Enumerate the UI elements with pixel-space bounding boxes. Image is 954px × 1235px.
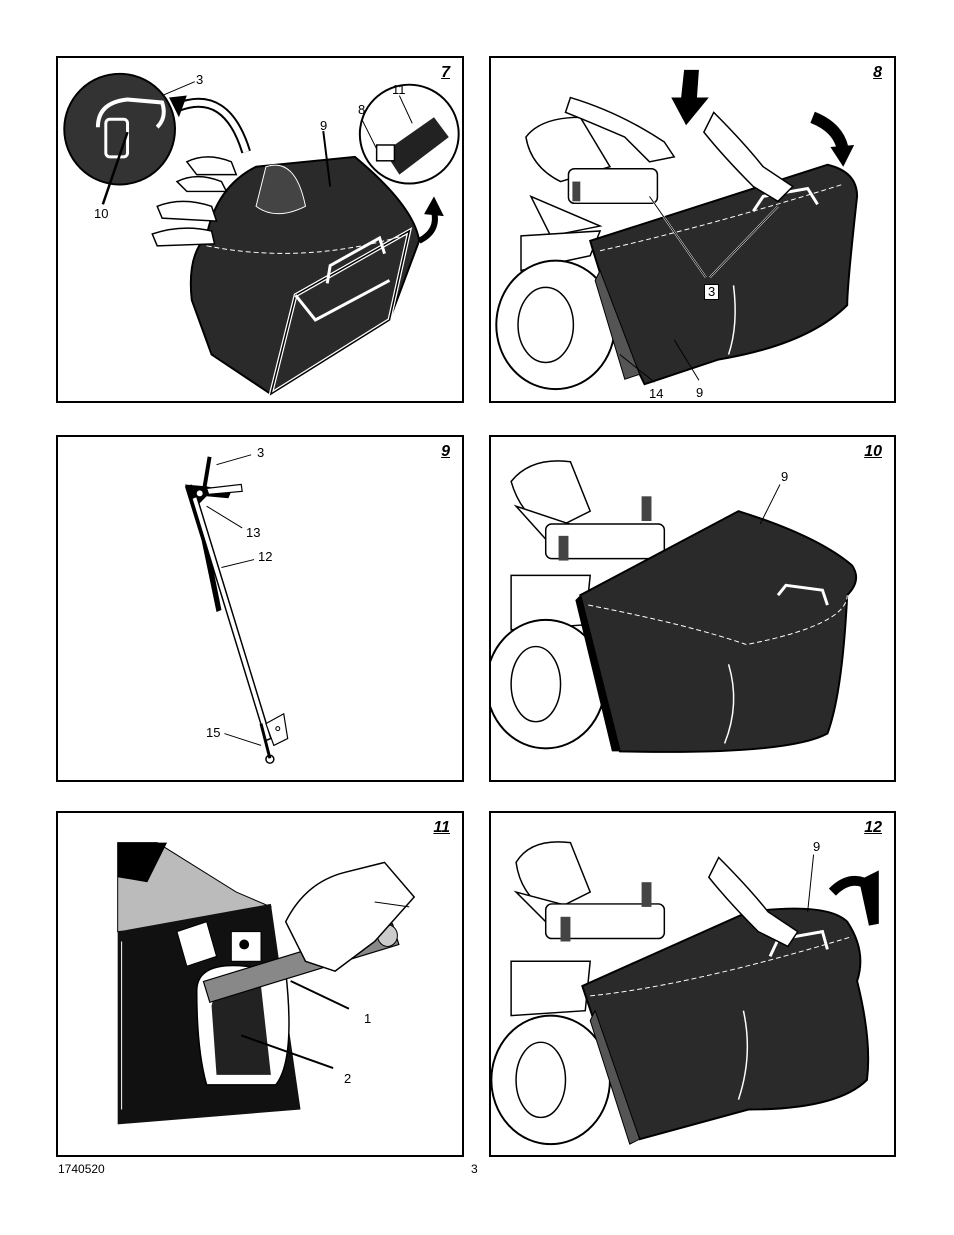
figure-number: 9 [441, 443, 450, 460]
figure-8-panel: 8 3 14 9 [489, 56, 896, 403]
figure-11-panel: 11 1 2 [56, 811, 464, 1157]
figure-9-panel: 9 3 13 12 15 [56, 435, 464, 782]
document-id: 1740520 [58, 1162, 105, 1176]
callout-label: 3 [196, 72, 204, 87]
figure-number: 10 [864, 443, 882, 460]
callout-label: 3 [257, 445, 265, 460]
callout-label: 13 [246, 525, 261, 540]
callout-label: 11 [392, 82, 406, 97]
figure-number: 7 [441, 64, 450, 81]
callout-label: 9 [813, 839, 821, 854]
callout-label: 2 [344, 1071, 352, 1086]
figure-10-illustration [491, 460, 858, 753]
figure-number: 11 [433, 819, 450, 836]
callout-label: 15 [206, 725, 221, 740]
figure-9-illustration [184, 454, 289, 764]
figure-number: 12 [864, 819, 882, 836]
callout-label: 14 [649, 386, 664, 401]
callout-label: 12 [258, 549, 273, 564]
callout-label: 9 [781, 469, 789, 484]
callout-label: 10 [94, 206, 109, 221]
figure-number: 8 [873, 64, 882, 81]
callout-label: 9 [696, 385, 704, 400]
figure-10-panel: 10 9 [489, 435, 896, 782]
figure-8-illustration [495, 69, 859, 391]
figure-11-illustration [117, 842, 416, 1125]
callout-label: 1 [364, 1011, 372, 1026]
figure-7-illustration [63, 72, 460, 399]
figure-12-panel: 12 9 [489, 811, 896, 1157]
callout-label: 8 [358, 102, 366, 117]
figure-7-panel: 7 3 10 11 8 9 [56, 56, 464, 403]
page-number: 3 [471, 1162, 478, 1176]
callout-label: 9 [320, 118, 328, 133]
figure-12-illustration [491, 841, 879, 1146]
callout-label: 3 [704, 284, 720, 300]
